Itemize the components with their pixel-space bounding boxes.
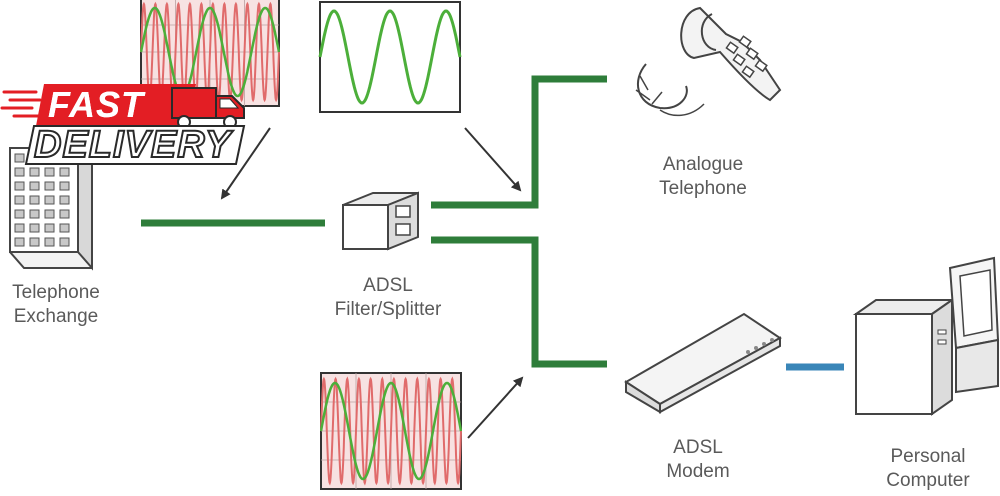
- label-line: Personal: [890, 446, 966, 467]
- building-window: [29, 181, 40, 191]
- building-window: [44, 167, 55, 177]
- building-window: [14, 195, 25, 205]
- data-waveform: [320, 372, 462, 490]
- building-window: [44, 223, 55, 233]
- arrow-combined-signal: [220, 127, 271, 200]
- building-window: [59, 223, 70, 233]
- label-line: Filter/Splitter: [334, 299, 442, 320]
- building-window: [14, 153, 25, 163]
- building-window: [59, 167, 70, 177]
- fast-delivery-logo: [0, 84, 246, 165]
- label-line: ADSL: [673, 437, 723, 458]
- building-window: [29, 209, 40, 219]
- building-window: [14, 223, 25, 233]
- voice-waveform: [318, 1, 462, 113]
- building-window: [29, 167, 40, 177]
- building-window: [59, 195, 70, 205]
- personal-computer-icon: [852, 256, 1000, 416]
- arrow-voice-signal: [464, 127, 522, 192]
- arrow-data-signal: [467, 376, 524, 439]
- building-window: [59, 237, 70, 247]
- building-window: [14, 237, 25, 247]
- label-line: Telephone: [659, 178, 747, 199]
- label-line: Telephone: [12, 282, 100, 303]
- label-line: ADSL: [363, 275, 413, 296]
- adsl-modem-label: ADSL Modem: [648, 436, 748, 484]
- building-window: [44, 237, 55, 247]
- personal-computer-label: Personal Computer: [868, 445, 988, 493]
- building-window: [29, 195, 40, 205]
- building-window: [14, 209, 25, 219]
- label-line: Analogue: [662, 154, 744, 175]
- analogue-telephone-label: Analogue Telephone: [638, 153, 768, 201]
- logo-delivery-text: DELIVERY: [33, 123, 232, 167]
- adsl-splitter-label: ADSL Filter/Splitter: [318, 274, 458, 322]
- adsl-modem-icon: [624, 312, 782, 414]
- label-line: Computer: [886, 470, 970, 491]
- building-window: [29, 237, 40, 247]
- phone-branch-line: [431, 75, 607, 209]
- building-window: [44, 181, 55, 191]
- modem-branch-line: [431, 236, 607, 368]
- building-window: [59, 209, 70, 219]
- building-window: [29, 223, 40, 233]
- adsl-splitter-icon: [342, 191, 419, 251]
- building-window: [14, 181, 25, 191]
- building-window: [59, 181, 70, 191]
- logo-fast-text: FAST: [48, 84, 145, 125]
- building-window: [44, 209, 55, 219]
- analogue-telephone-icon: [635, 6, 782, 117]
- telephone-exchange-label: Telephone Exchange: [0, 281, 112, 329]
- label-line: Exchange: [13, 306, 99, 327]
- building-window: [14, 167, 25, 177]
- label-line: Modem: [666, 461, 730, 482]
- building-window: [44, 195, 55, 205]
